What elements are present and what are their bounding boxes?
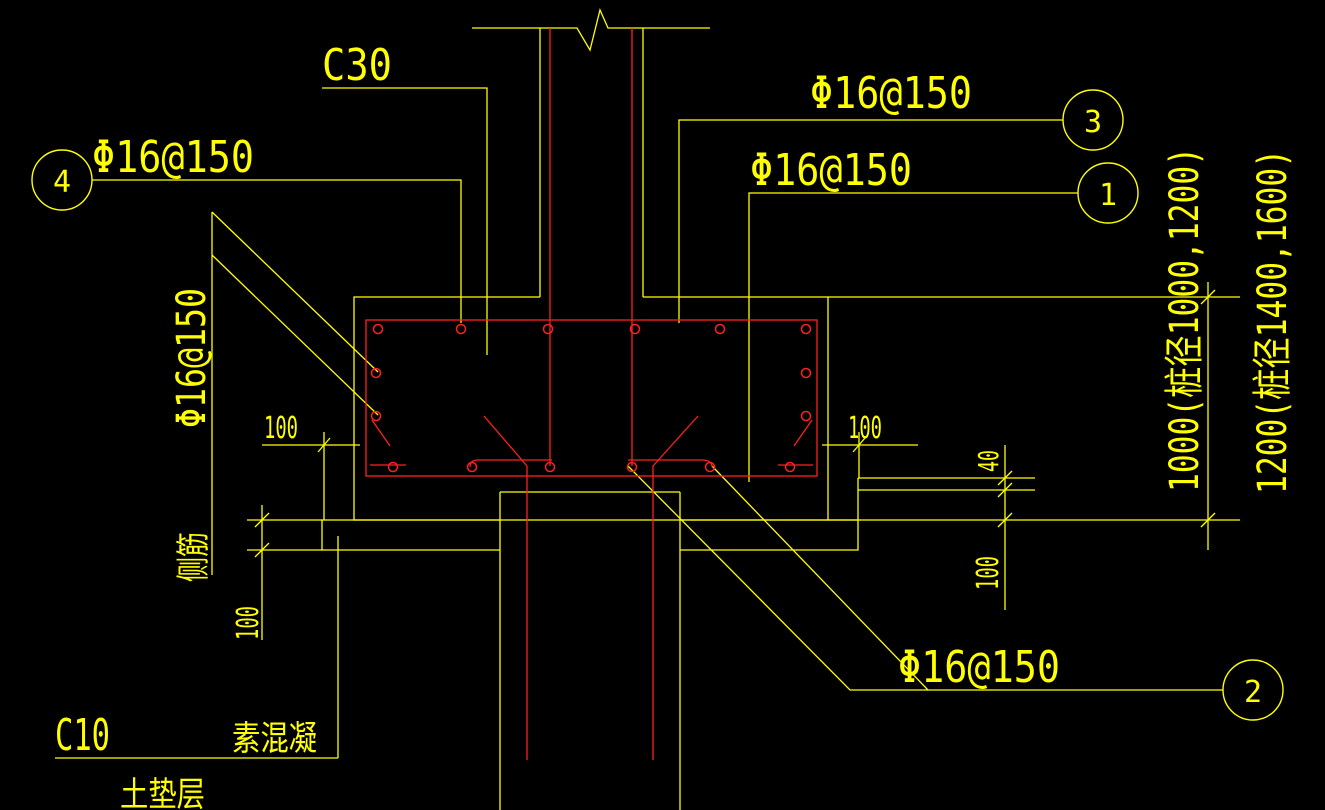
dim-offset-40: 40 — [972, 450, 1005, 472]
dim-bl-tick1 — [254, 512, 270, 528]
marker-1-circle — [1077, 162, 1139, 224]
leader-3 — [678, 119, 1063, 323]
rebar-label-4: Φ16@150 — [92, 132, 254, 183]
dim-height-tick-1 — [1200, 289, 1216, 305]
dim-cover-bottom-right: 100 — [971, 556, 1006, 590]
rebar-dot — [370, 410, 382, 422]
rebar-dots — [370, 323, 812, 473]
outline-lines — [55, 8, 1240, 810]
column-break-line — [472, 8, 710, 52]
rebar-dot — [626, 461, 638, 473]
cushion-layer-right — [680, 519, 859, 551]
rebar-label-2: Φ16@150 — [898, 642, 1060, 693]
pile-cap-outline — [353, 296, 829, 521]
rebar-dot — [629, 323, 641, 335]
marker-3-circle — [1062, 89, 1124, 151]
cushion-layer-left — [321, 519, 500, 551]
marker-1-number: 1 — [1099, 178, 1117, 213]
rebar-dot — [800, 367, 812, 379]
leader-1 — [748, 192, 1078, 482]
rebar-stirrup — [365, 319, 818, 477]
rebar-dot — [784, 461, 796, 473]
rebar-dot — [544, 461, 556, 473]
marker-2-number: 2 — [1244, 675, 1262, 710]
dim-height-1000: 1000(桩径1000,1200) — [1162, 147, 1208, 492]
dim-cover-right: 100 — [848, 411, 882, 446]
marker-3-number: 3 — [1084, 105, 1102, 140]
rebar-dot — [714, 323, 726, 335]
rebar-dot — [466, 461, 478, 473]
rebar-label-side: Φ16@150 — [169, 288, 215, 428]
concrete-grade-c10: C10 — [55, 710, 110, 761]
dim-bl-tick2 — [254, 542, 270, 558]
c30-leader — [322, 87, 488, 355]
rebar-dot — [704, 461, 716, 473]
bottom-hook-mid-right — [628, 459, 713, 468]
corner-hook-left — [371, 419, 391, 447]
bottom-hook-mid-left — [469, 459, 552, 468]
rebar-label-top: Φ16@150 — [810, 68, 972, 119]
plain-concrete-label: 素混凝 — [232, 719, 317, 759]
rebar-label-1: Φ16@150 — [750, 145, 912, 196]
rebar-dot — [800, 323, 812, 335]
dim-height-1200: 1200(桩径1400,1600) — [1250, 149, 1296, 494]
marker-2-circle — [1222, 659, 1284, 721]
annotations: C30 Φ16@150 Φ16@150 Φ16@150 Φ16@150 Φ16@… — [53, 40, 1296, 810]
dim-cover-left: 100 — [264, 411, 298, 446]
corner-hook-right — [793, 419, 813, 447]
leader-side-bars — [211, 211, 379, 575]
dim-br-tick1 — [997, 470, 1013, 486]
dim-height-tick-2 — [1200, 512, 1216, 528]
dim-br-tick3 — [997, 512, 1013, 528]
dim-cover-bottom-left: 100 — [231, 606, 266, 640]
side-bars-label: 侧筋 — [174, 532, 214, 582]
pile-bar-bend-right — [652, 415, 699, 467]
pile-bar-bend-left — [483, 415, 528, 467]
rebar-dot — [800, 410, 812, 422]
marker-4-circle — [31, 149, 93, 211]
leader-2 — [627, 465, 1223, 691]
rebar — [365, 28, 818, 760]
leader-4 — [92, 179, 462, 323]
concrete-grade-c30: C30 — [322, 40, 392, 91]
rebar-dot — [372, 323, 384, 335]
rebar-dot — [455, 323, 467, 335]
marker-4-number: 4 — [53, 165, 71, 200]
cushion-layer-label: 土垫层 — [120, 775, 205, 810]
rebar-dot — [542, 323, 554, 335]
dim-br-tick2 — [997, 482, 1013, 498]
rebar-dot — [370, 367, 382, 379]
marker-circles — [31, 89, 1284, 721]
rebar-dot — [387, 461, 399, 473]
